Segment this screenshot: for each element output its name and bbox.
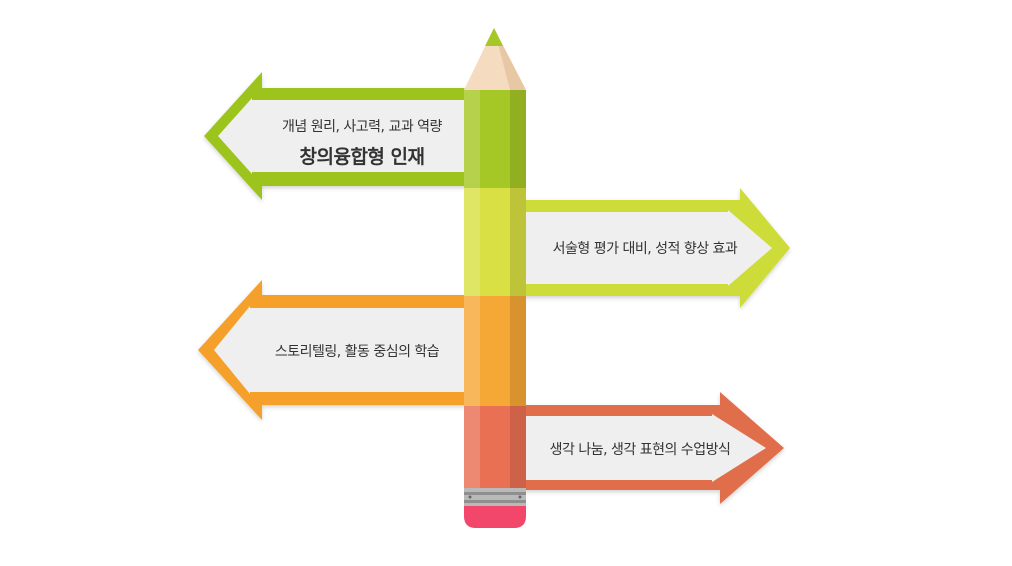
- pencil-facet-light: [464, 90, 480, 488]
- pencil-ferrule-band-2: [464, 500, 526, 503]
- pencil-segment-2: [464, 188, 526, 296]
- pencil-ferrule: [464, 488, 526, 506]
- pencil-segment-1: [464, 90, 526, 188]
- pencil-segment-3: [464, 296, 526, 406]
- arrow-3-body: [214, 306, 472, 394]
- arrow-2-line-1: 서술형 평가 대비, 성적 향상 효과: [552, 241, 738, 257]
- arrow-4-body: [515, 414, 766, 482]
- arrow-3-line-1: 스토리텔링, 활동 중심의 학습: [274, 344, 440, 360]
- pencil-ferrule-dot: [518, 495, 522, 499]
- arrow-1-label: 개념 원리, 사고력, 교과 역량 창의융합형 인재: [252, 116, 472, 169]
- arrow-4: [515, 392, 784, 504]
- arrow-4-line-1: 생각 나눔, 생각 표현의 수업방식: [549, 442, 731, 458]
- pencil-ferrule-band: [464, 492, 526, 495]
- arrow-1-body: [218, 98, 472, 174]
- arrow-3: [198, 280, 472, 420]
- pencil-segment-4: [464, 406, 526, 488]
- arrow-1-line-1: 개념 원리, 사고력, 교과 역량: [282, 119, 442, 135]
- pencil-lead: [485, 28, 503, 46]
- pencil: [464, 28, 526, 528]
- arrow-3-label: 스토리텔링, 활동 중심의 학습: [242, 341, 472, 361]
- arrow-4-label: 생각 나눔, 생각 표현의 수업방식: [525, 439, 755, 459]
- pencil-facet-dark: [510, 90, 526, 488]
- arrow-2-label: 서술형 평가 대비, 성적 향상 효과: [525, 238, 765, 258]
- arrow-2: [515, 188, 790, 308]
- arrow-1: [204, 72, 472, 200]
- arrow-2-body: [515, 210, 772, 286]
- pencil-ferrule-dot: [468, 495, 472, 499]
- pencil-eraser: [464, 506, 526, 528]
- pencil-wood-tip-shade: [494, 28, 526, 90]
- arrow-1-line-2: 창의융합형 인재: [299, 146, 425, 168]
